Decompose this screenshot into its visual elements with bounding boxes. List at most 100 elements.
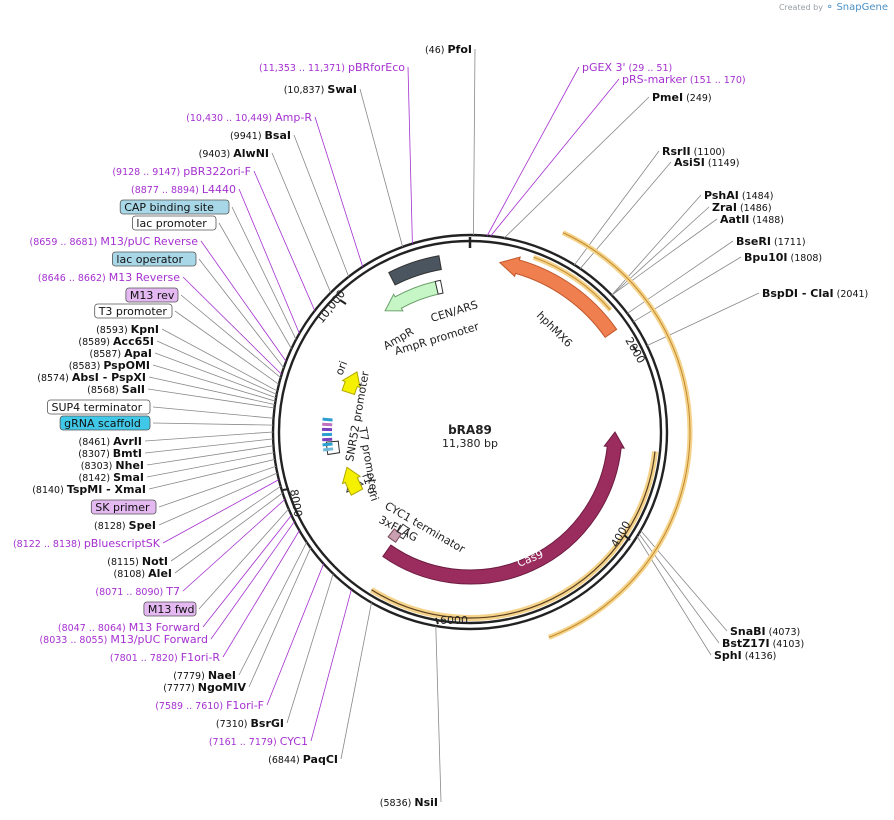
site-m13-puc-reverse[interactable]: (8659 .. 8681) M13/pUC Reverse bbox=[30, 235, 199, 248]
site-sup4-terminator[interactable]: SUP4 terminator bbox=[47, 399, 151, 415]
leader-line bbox=[486, 66, 580, 236]
site-name: lac operator bbox=[116, 253, 183, 266]
site-cap-binding-site[interactable]: CAP binding site bbox=[119, 199, 230, 215]
site-pspomi[interactable]: (8583) PspOMI bbox=[69, 359, 150, 372]
site-prs-marker[interactable]: pRS-marker (151 .. 170) bbox=[622, 73, 746, 86]
site-bspdi-clai[interactable]: BspDI - ClaI (2041) bbox=[762, 287, 868, 300]
site-smai[interactable]: (8142) SmaI bbox=[78, 471, 144, 484]
site-position: (2041) bbox=[834, 289, 869, 300]
site-pgex-3[interactable]: pGEX 3' (29 .. 51) bbox=[582, 61, 672, 74]
site-paqci[interactable]: (6844) PaqCI bbox=[268, 753, 338, 766]
site-spei[interactable]: (8128) SpeI bbox=[94, 519, 156, 532]
leader-line bbox=[156, 340, 277, 395]
site-cyc1[interactable]: (7161 .. 7179) CYC1 bbox=[209, 735, 308, 748]
site-t7[interactable]: (8071 .. 8090) T7 bbox=[95, 585, 180, 598]
leader-line bbox=[253, 170, 316, 311]
site-avrii[interactable]: (8461) AvrII bbox=[78, 435, 142, 448]
site-sali[interactable]: (8568) SalI bbox=[87, 383, 145, 396]
site-name: AatII bbox=[720, 213, 749, 226]
site-alei[interactable]: (8108) AleI bbox=[114, 567, 172, 580]
site-text: (10,430 .. 10,449) Amp-R bbox=[186, 111, 312, 124]
site-f1ori-r[interactable]: (7801 .. 7820) F1ori-R bbox=[110, 651, 220, 664]
site-bpu10i[interactable]: Bpu10I (1808) bbox=[744, 251, 822, 264]
site-text: (8659 .. 8681) M13/pUC Reverse bbox=[30, 235, 199, 248]
site-swai[interactable]: (10,837) SwaI bbox=[284, 83, 357, 96]
site-ngomiv[interactable]: (7777) NgoMIV bbox=[163, 681, 246, 694]
site-snabi[interactable]: SnaBI (4073) bbox=[730, 625, 800, 638]
plasmid-name: bRA89 bbox=[448, 423, 492, 437]
site-name: BspDI - ClaI bbox=[762, 287, 834, 300]
site-zrai[interactable]: ZraI (1486) bbox=[712, 201, 772, 214]
site-position: (8033 .. 8055) bbox=[39, 635, 110, 646]
site-f1ori-f[interactable]: (7589 .. 7610) F1ori-F bbox=[155, 699, 264, 712]
site-bstz17i[interactable]: BstZ17I (4103) bbox=[722, 637, 804, 650]
site-position: (8461) bbox=[78, 437, 113, 448]
site-pbrforeco[interactable]: (11,353 .. 11,371) pBRforEco bbox=[259, 61, 405, 74]
site-tspmi-xmai[interactable]: (8140) TspMI - XmaI bbox=[32, 483, 146, 496]
leader-line bbox=[218, 222, 292, 349]
leader-line bbox=[182, 276, 282, 375]
site-amp-r[interactable]: (10,430 .. 10,449) Amp-R bbox=[186, 111, 312, 124]
site-bmti[interactable]: (8307) BmtI bbox=[78, 447, 142, 460]
credit-text: Created by bbox=[778, 3, 823, 12]
site-asisi[interactable]: AsiSI (1149) bbox=[674, 156, 739, 169]
site-position: (8108) bbox=[114, 569, 149, 580]
feature-3xflag bbox=[387, 528, 402, 543]
site-box bbox=[131, 215, 217, 231]
site-m13-reverse[interactable]: (8646 .. 8662) M13 Reverse bbox=[38, 271, 180, 284]
site-text: (8122 .. 8138) pBluescriptSK bbox=[13, 537, 161, 550]
site-m13-forward[interactable]: (8047 .. 8064) M13 Forward bbox=[58, 621, 200, 634]
site-position: (249) bbox=[683, 93, 712, 104]
leader-line bbox=[435, 625, 442, 803]
site-position: (8587) bbox=[89, 349, 124, 360]
site-text: (8589) Acc65I bbox=[78, 335, 154, 348]
site-lac-operator[interactable]: lac operator bbox=[112, 251, 197, 267]
site-name: AsiSI bbox=[674, 156, 705, 169]
site-naei[interactable]: (7779) NaeI bbox=[173, 669, 236, 682]
site-pfoi[interactable]: (46) PfoI bbox=[425, 43, 472, 56]
feature-mark bbox=[322, 447, 334, 452]
leader-line bbox=[152, 364, 276, 402]
leader-line bbox=[638, 533, 720, 644]
site-t3-promoter[interactable]: T3 promoter bbox=[94, 303, 173, 319]
site-bsrgi[interactable]: (7310) BsrGI bbox=[216, 717, 284, 730]
site-lac-promoter[interactable]: lac promoter bbox=[131, 215, 217, 231]
site-nsii[interactable]: (5836) NsiI bbox=[380, 796, 438, 809]
site-position: (29 .. 51) bbox=[626, 63, 673, 74]
site-kpni[interactable]: (8593) KpnI bbox=[96, 323, 159, 336]
site-sphi[interactable]: SphI (4136) bbox=[714, 649, 776, 662]
site-labels: (46) PfoI (11,353 .. 11,371) pBRforEco (10… bbox=[13, 43, 868, 809]
site-nhei[interactable]: (8303) NheI bbox=[81, 459, 144, 472]
site-name: pBRforEco bbox=[348, 61, 405, 74]
site-aatii[interactable]: AatII (1488) bbox=[720, 213, 784, 226]
leader-line bbox=[359, 88, 404, 247]
site-name: SpeI bbox=[129, 519, 156, 532]
site-l4440[interactable]: (8877 .. 8894) L4440 bbox=[131, 183, 236, 196]
site-pshai[interactable]: PshAI (1484) bbox=[704, 189, 773, 202]
site-m13-puc-forward[interactable]: (8033 .. 8055) M13/pUC Forward bbox=[39, 633, 208, 646]
site-box bbox=[112, 251, 197, 267]
site-position: (8140) bbox=[32, 485, 67, 496]
site-alwni[interactable]: (9403) AlwNI bbox=[199, 147, 269, 160]
site-bsai[interactable]: (9941) BsaI bbox=[230, 129, 291, 142]
site-grna-scaffold[interactable]: gRNA scaffold bbox=[59, 415, 151, 431]
site-text: (8128) SpeI bbox=[94, 519, 156, 532]
site-pmei[interactable]: PmeI (249) bbox=[652, 91, 712, 104]
site-apai[interactable]: (8587) ApaI bbox=[89, 347, 152, 360]
site-m13-fwd[interactable]: M13 fwd bbox=[143, 601, 197, 617]
site-pbluescriptsk[interactable]: (8122 .. 8138) pBluescriptSK bbox=[13, 537, 161, 550]
site-m13-rev[interactable]: M13 rev bbox=[125, 287, 179, 303]
site-acc65i[interactable]: (8589) Acc65I bbox=[78, 335, 154, 348]
site-sk-primer[interactable]: SK primer bbox=[90, 499, 157, 515]
site-position: (8574) bbox=[37, 373, 72, 384]
feature-mark bbox=[322, 422, 333, 427]
leader-line bbox=[198, 258, 285, 369]
site-rsrii[interactable]: RsrII (1100) bbox=[662, 145, 725, 158]
site-bseri[interactable]: BseRI (1711) bbox=[736, 235, 806, 248]
site-absi-pspxi[interactable]: (8574) AbsI - PspXI bbox=[37, 371, 146, 384]
site-position: (8589) bbox=[78, 337, 113, 348]
leader-line bbox=[636, 536, 712, 656]
leader-line bbox=[210, 521, 295, 640]
site-pbr322ori-f[interactable]: (9128 .. 9147) pBR322ori-F bbox=[112, 165, 251, 178]
site-noti[interactable]: (8115) NotI bbox=[107, 555, 168, 568]
